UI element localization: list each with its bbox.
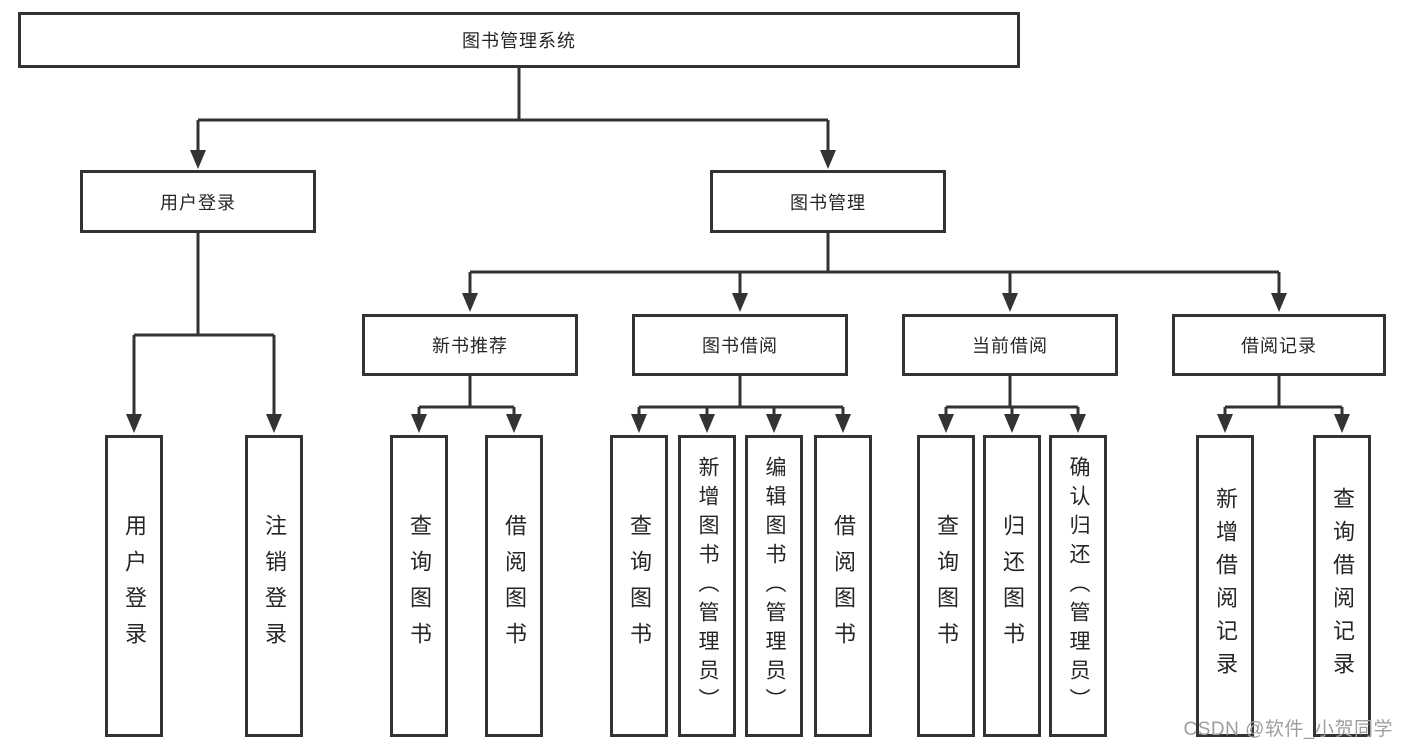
- leaf-user-login-label: 用户登录: [122, 514, 147, 658]
- arrowhead-down-icon: [766, 414, 782, 433]
- arrowhead-down-icon: [631, 414, 647, 433]
- arrowhead-down-icon: [462, 293, 478, 312]
- arrowhead-down-icon: [1004, 414, 1020, 433]
- leaf-borrow-books-newbooks: 借阅图书: [485, 435, 543, 737]
- node-book-management: 图书管理: [710, 170, 946, 233]
- leaf-confirm-return-admin-label: 确认归还（管理员）: [1067, 455, 1090, 717]
- node-current-borrowing-label: 当前借阅: [972, 336, 1048, 356]
- node-root-label: 图书管理系统: [462, 31, 576, 51]
- leaf-query-borrow-record: 查询借阅记录: [1313, 435, 1371, 737]
- leaf-logout-label: 注销登录: [262, 514, 287, 658]
- leaf-query-borrow-record-label: 查询借阅记录: [1330, 487, 1355, 685]
- csdn-watermark: CSDN @软件_小贺同学: [1183, 719, 1393, 740]
- node-root-system: 图书管理系统: [18, 12, 1020, 68]
- leaf-borrow-books-borrowing: 借阅图书: [814, 435, 872, 737]
- arrowhead-down-icon: [190, 150, 206, 169]
- arrowhead-down-icon: [411, 414, 427, 433]
- leaf-edit-books-admin-label: 编辑图书（管理员）: [763, 455, 786, 717]
- node-new-books-label: 新书推荐: [432, 336, 508, 356]
- arrowhead-down-icon: [1334, 414, 1350, 433]
- arrowhead-down-icon: [266, 414, 282, 433]
- arrowhead-down-icon: [126, 414, 142, 433]
- node-user-login-label: 用户登录: [160, 192, 236, 213]
- arrowhead-down-icon: [1002, 293, 1018, 312]
- node-book-borrowing-label: 图书借阅: [702, 336, 778, 356]
- connector-root-to-level2: [190, 68, 836, 169]
- node-book-borrowing: 图书借阅: [632, 314, 848, 376]
- leaf-logout: 注销登录: [245, 435, 303, 737]
- leaf-edit-books-admin: 编辑图书（管理员）: [745, 435, 803, 737]
- arrowhead-down-icon: [820, 150, 836, 169]
- leaf-confirm-return-admin: 确认归还（管理员）: [1049, 435, 1107, 737]
- node-book-management-label: 图书管理: [790, 192, 866, 213]
- arrowhead-down-icon: [1271, 293, 1287, 312]
- leaf-return-books-label: 归还图书: [1000, 514, 1025, 658]
- leaf-return-books: 归还图书: [983, 435, 1041, 737]
- connector-curborrow-to-leaves: [938, 376, 1086, 433]
- node-borrowing-records-label: 借阅记录: [1241, 336, 1317, 356]
- node-new-books: 新书推荐: [362, 314, 578, 376]
- node-current-borrowing: 当前借阅: [902, 314, 1118, 376]
- arrowhead-down-icon: [1217, 414, 1233, 433]
- leaf-query-books-borrowing: 查询图书: [610, 435, 668, 737]
- node-borrowing-records: 借阅记录: [1172, 314, 1386, 376]
- connector-bookborrow-to-leaves: [631, 376, 851, 433]
- leaf-query-books-current: 查询图书: [917, 435, 975, 737]
- leaf-borrow-books-borrowing-label: 借阅图书: [831, 514, 856, 658]
- leaf-query-books-current-label: 查询图书: [934, 514, 959, 658]
- leaf-add-books-admin: 新增图书（管理员）: [678, 435, 736, 737]
- leaf-add-borrow-record-label: 新增借阅记录: [1213, 487, 1238, 685]
- arrowhead-down-icon: [506, 414, 522, 433]
- connector-records-to-leaves: [1217, 376, 1350, 433]
- leaf-add-books-admin-label: 新增图书（管理员）: [696, 455, 719, 717]
- connector-userlogin-to-leaves: [126, 233, 282, 433]
- node-user-login: 用户登录: [80, 170, 316, 233]
- leaf-borrow-books-newbooks-label: 借阅图书: [502, 514, 527, 658]
- connector-bookmgmt-to-level3: [462, 233, 1287, 312]
- arrowhead-down-icon: [938, 414, 954, 433]
- arrowhead-down-icon: [835, 414, 851, 433]
- arrowhead-down-icon: [699, 414, 715, 433]
- leaf-user-login: 用户登录: [105, 435, 163, 737]
- arrowhead-down-icon: [1070, 414, 1086, 433]
- leaf-query-books-borrowing-label: 查询图书: [627, 514, 652, 658]
- connector-newbooks-to-leaves: [411, 376, 522, 433]
- leaf-query-books-newbooks-label: 查询图书: [407, 514, 432, 658]
- leaf-add-borrow-record: 新增借阅记录: [1196, 435, 1254, 737]
- leaf-query-books-newbooks: 查询图书: [390, 435, 448, 737]
- arrowhead-down-icon: [732, 293, 748, 312]
